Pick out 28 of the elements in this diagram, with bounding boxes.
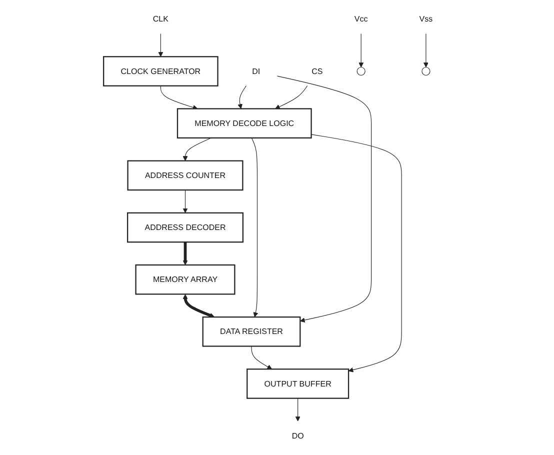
- node-text: Vss: [420, 14, 433, 24]
- node-text: DI: [252, 66, 260, 76]
- node-box: OUTPUT BUFFER: [246, 368, 350, 399]
- node-box: MEMORY DECODE LOGIC: [177, 108, 312, 138]
- arrow: [311, 134, 402, 372]
- arrow: [296, 398, 301, 422]
- arrow: [424, 34, 429, 68]
- arrow: [158, 34, 164, 57]
- arrow: [277, 76, 372, 323]
- node-text: CS: [312, 66, 324, 76]
- node-text: Vcc: [354, 14, 368, 24]
- arrow: [275, 86, 308, 110]
- arrow: [183, 242, 188, 266]
- arrow: [252, 346, 272, 370]
- node-box: CLOCK GENERATOR: [103, 56, 219, 86]
- arrow: [183, 138, 212, 162]
- arrow: [183, 294, 215, 318]
- node-box: ADDRESS COUNTER: [128, 160, 244, 191]
- arrow: [252, 138, 258, 318]
- arrow: [183, 190, 188, 214]
- node-box: DATA REGISTER: [202, 316, 301, 347]
- arrow: [238, 86, 247, 109]
- node-text: CLK: [153, 14, 169, 24]
- arrow: [160, 86, 198, 110]
- arrow: [358, 34, 364, 68]
- node-box: MEMORY ARRAY: [136, 264, 236, 295]
- node-text: DO: [292, 430, 304, 440]
- node-box: ADDRESS DECODER: [127, 212, 244, 243]
